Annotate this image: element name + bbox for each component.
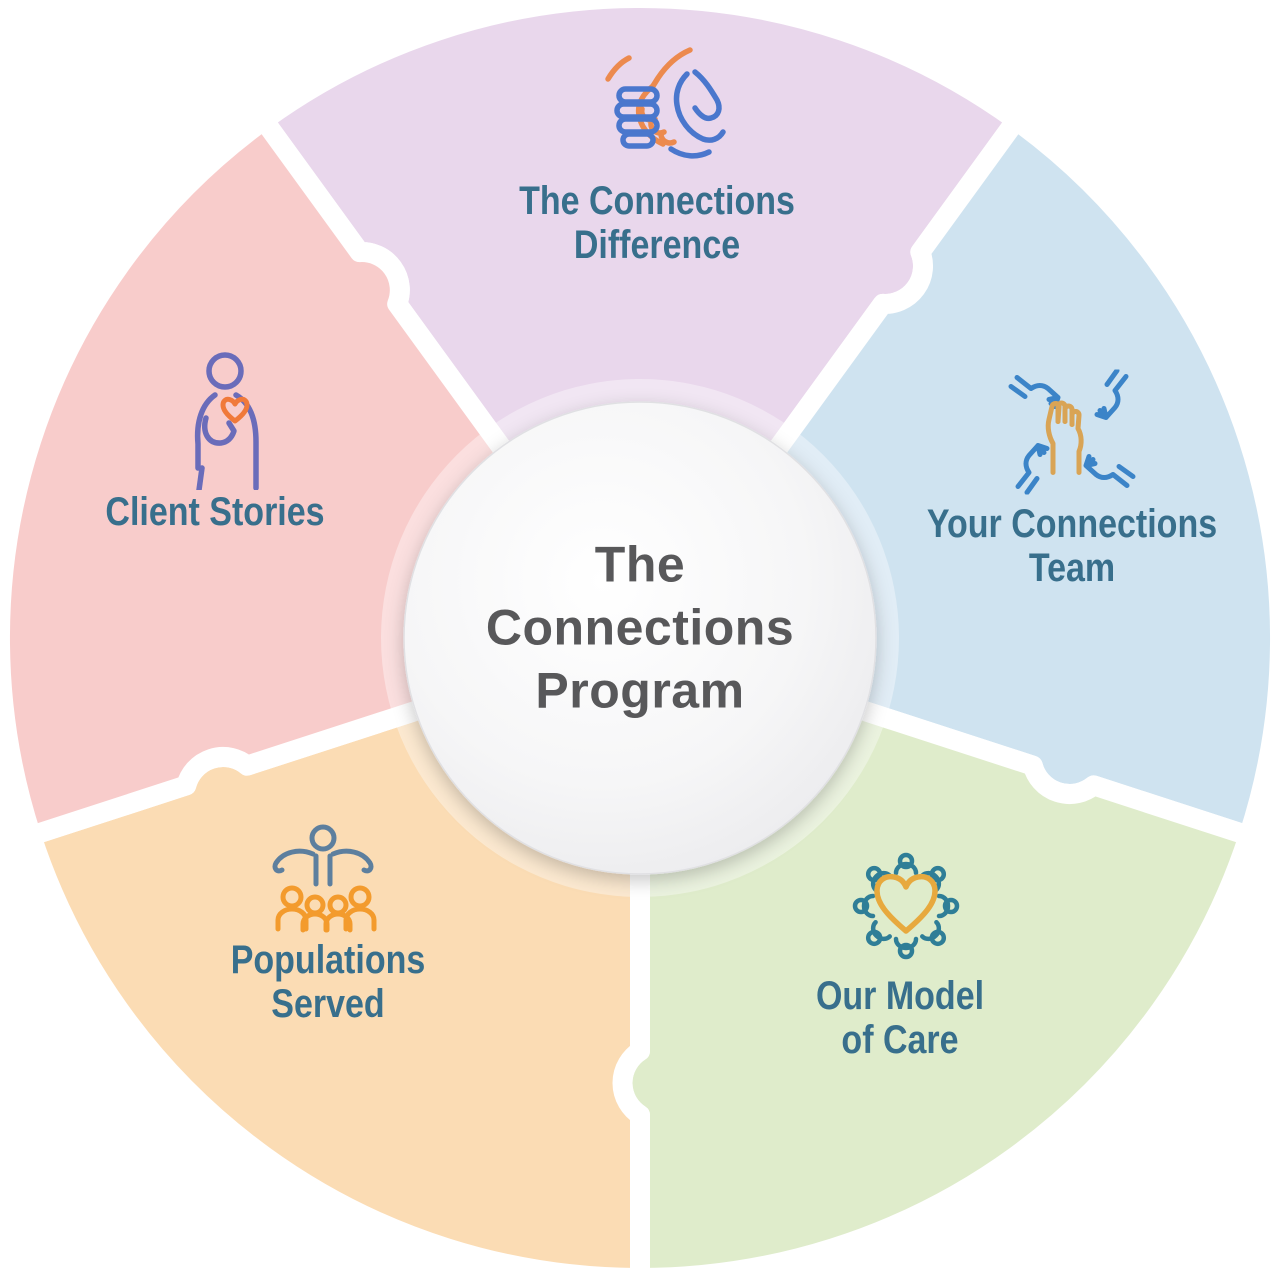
label-line: Team: [1028, 546, 1116, 590]
label-line: Populations: [230, 938, 426, 982]
label-populations-served[interactable]: Populations Served: [231, 938, 426, 1026]
handshake-icon: [605, 47, 726, 159]
label-line: The Connections: [519, 179, 795, 223]
center-title-line: Connections: [485, 599, 795, 656]
label-line: Your Connections: [926, 502, 1218, 546]
group-people-icon: [272, 824, 377, 933]
label-client-stories[interactable]: Client Stories: [105, 490, 324, 534]
center-title-line: Program: [535, 662, 745, 719]
label-line: Client Stories: [105, 490, 325, 534]
heart-community-icon: [852, 852, 960, 960]
center-title-line: The: [594, 536, 686, 593]
person-heart-icon: [194, 352, 259, 490]
label-our-model-of-care[interactable]: Our Model of Care: [816, 974, 984, 1062]
hands-together-icon: [1008, 369, 1136, 495]
label-line: Served: [271, 982, 385, 1026]
label-line: Difference: [573, 223, 741, 267]
center-title: The Connections Program: [486, 534, 794, 723]
label-your-connections-team[interactable]: Your Connections Team: [927, 502, 1217, 590]
label-the-connections-difference[interactable]: The Connections Difference: [519, 179, 795, 267]
label-line: Our Model: [815, 974, 985, 1018]
center-circle: [403, 401, 877, 875]
label-line: of Care: [841, 1018, 959, 1062]
